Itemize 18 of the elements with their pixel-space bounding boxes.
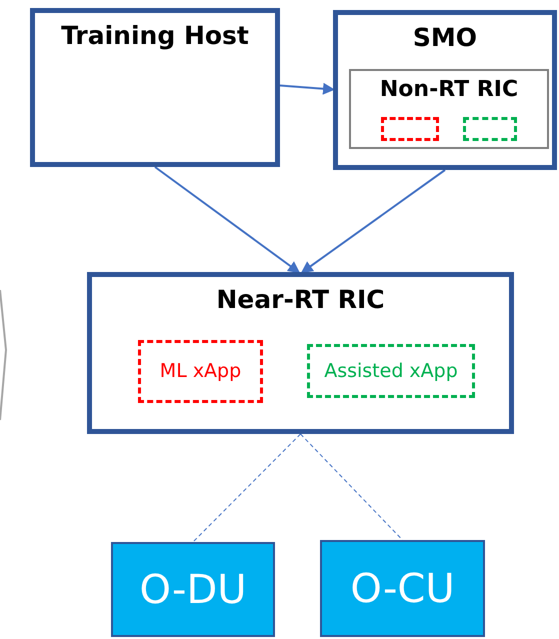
- unit-box: [111, 542, 275, 637]
- xapp-box: [307, 344, 475, 398]
- smo-box: [333, 10, 557, 170]
- node-label: Non-RT RIC: [380, 77, 518, 104]
- node-label: Training Host: [61, 21, 249, 51]
- non-rt-ric-box: [349, 69, 549, 149]
- xapp-box: [138, 340, 263, 403]
- node-label: Near-RT RIC: [216, 285, 385, 315]
- training-host-box: [30, 8, 280, 167]
- node-label: O-DU: [139, 566, 247, 614]
- node-label: ML xApp: [160, 360, 242, 383]
- node-label: Assisted xApp: [324, 360, 458, 382]
- node-label: SMO: [412, 23, 478, 53]
- unit-box: [320, 540, 485, 637]
- dashed-box: [381, 117, 439, 141]
- node-label: O-CU: [350, 564, 455, 612]
- near-rt-ric-box: [87, 272, 514, 434]
- dashed-box: [463, 117, 517, 141]
